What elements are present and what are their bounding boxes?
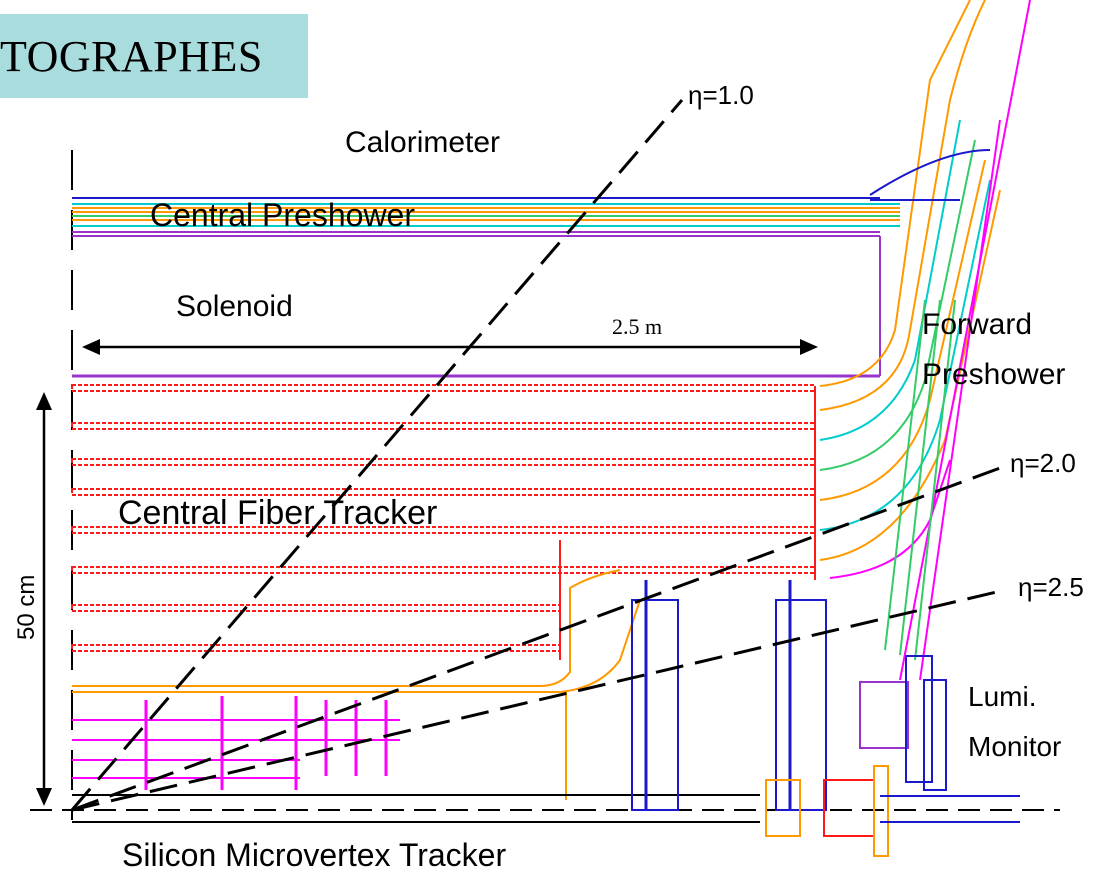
fiber-layer [71, 644, 561, 652]
fiber-layer [71, 422, 816, 430]
eta-2-label: η=2.0 [1010, 448, 1076, 478]
eta-3-label: η=2.5 [1018, 572, 1084, 602]
height-dimension-arrow [36, 392, 52, 806]
lumi-monitor-label-2: Monitor [968, 731, 1061, 762]
solenoid [72, 235, 881, 378]
eta-lines [70, 99, 1006, 812]
eta-line-2 [71, 466, 1001, 812]
section-banner: TOGRAPHES [0, 14, 308, 98]
forward-preshower-label-2: Preshower [922, 358, 1065, 391]
solenoid-label: Solenoid [176, 290, 293, 323]
fiber-layer [71, 458, 816, 466]
eta-line-1 [70, 99, 684, 811]
lumi-monitor-label-1: Lumi. [968, 681, 1036, 712]
luminosity-monitor [765, 655, 1020, 857]
forward-cabling [819, 0, 1031, 681]
fiber-layer [71, 604, 561, 612]
eta-1-label: η=1.0 [688, 80, 754, 110]
silicon-microvertex-detector [72, 696, 400, 790]
length-dimension-arrow [82, 339, 818, 355]
calorimeter-label: Calorimeter [345, 126, 500, 159]
central-fiber-tracker-label: Central Fiber Tracker [118, 494, 437, 532]
support-structures [559, 386, 827, 811]
length-dimension-label: 2.5 m [612, 314, 662, 339]
silicon-tracker-label: Silicon Microvertex Tracker [122, 837, 506, 873]
central-preshower [72, 197, 900, 233]
fiber-layer [71, 384, 816, 392]
forward-preshower-label-1: Forward [922, 308, 1032, 341]
banner-text: TOGRAPHES [0, 31, 263, 81]
central-preshower-label: Central Preshower [150, 197, 415, 233]
height-dimension-label: 50 cm [13, 575, 40, 640]
fiber-layer [71, 566, 816, 574]
eta-line-3 [71, 588, 1006, 812]
